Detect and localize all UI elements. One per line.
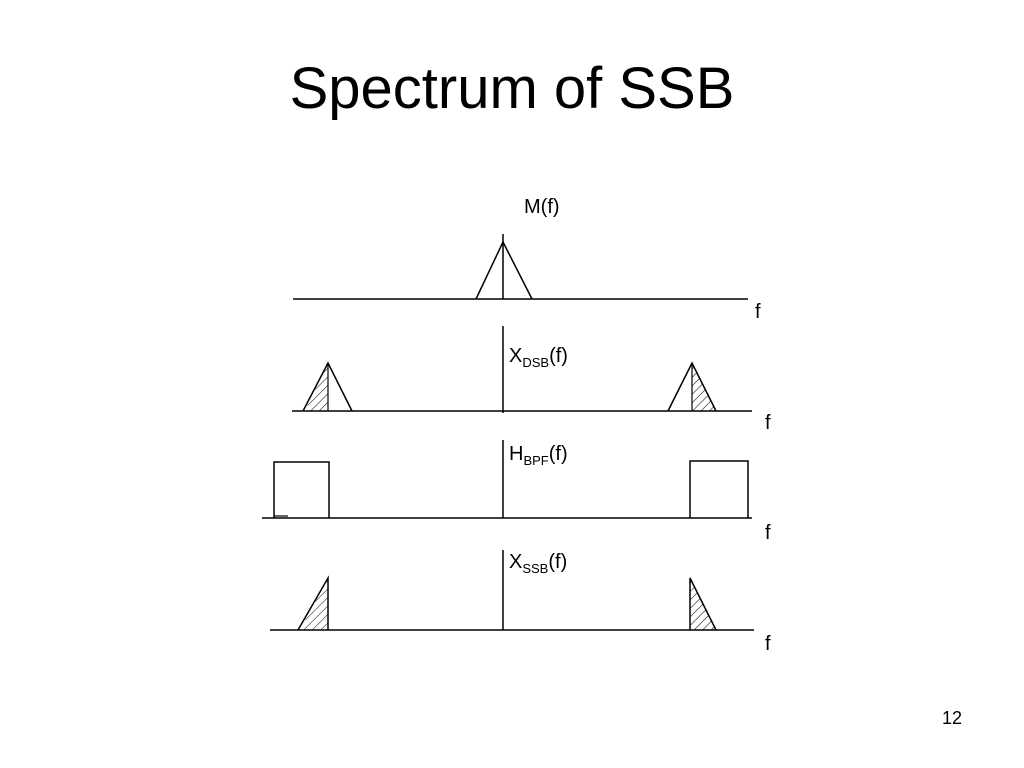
frequency-axis-label: f <box>765 522 771 544</box>
slide-title: Spectrum of SSB <box>289 56 735 121</box>
message-triangle <box>475 240 533 300</box>
left-passband <box>273 461 330 518</box>
message-spectrum-panel: M(f) f <box>293 196 761 323</box>
page-number: 12 <box>941 708 962 728</box>
frequency-axis-label: f <box>755 301 761 323</box>
frequency-axis-label: f <box>765 633 771 655</box>
right-passband <box>689 460 749 518</box>
left-ssb-triangle <box>297 575 329 631</box>
ssb-spectrum-label: XSSB(f) <box>509 551 567 576</box>
frequency-axis-label: f <box>765 412 771 434</box>
right-ssb-triangle <box>689 577 717 631</box>
dsb-spectrum-panel: XDSB(f) f <box>292 326 771 434</box>
message-spectrum-label: M(f) <box>524 196 560 218</box>
dsb-spectrum-label: XDSB(f) <box>509 345 568 370</box>
bpf-response-panel: HBPF(f) f <box>262 440 771 544</box>
bpf-response-label: HBPF(f) <box>509 443 568 468</box>
ssb-spectrum-panel: XSSB(f) f <box>270 550 771 655</box>
